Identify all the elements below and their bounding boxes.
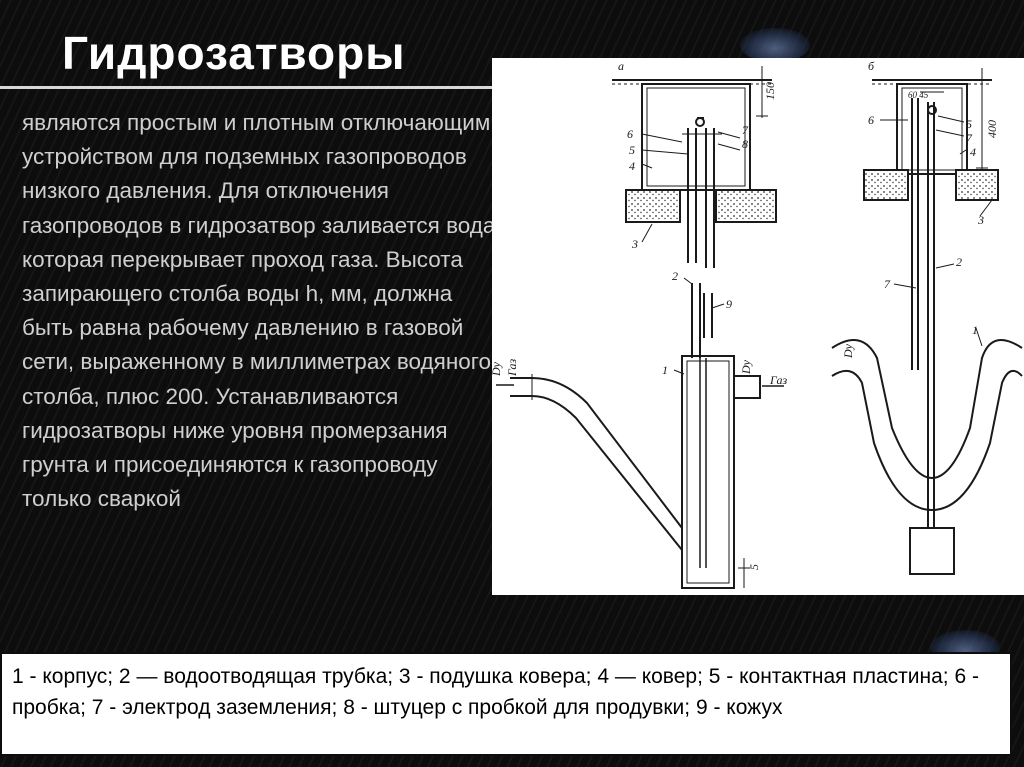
svg-text:9: 9	[726, 297, 732, 311]
svg-text:Газ: Газ	[769, 373, 788, 387]
svg-text:3: 3	[977, 213, 984, 227]
panel-a-label: а	[618, 59, 624, 73]
svg-text:Dу: Dу	[841, 343, 855, 359]
svg-text:8: 8	[742, 137, 748, 151]
panel-b-labels: б 6 5 7 4 3 2 7 1 60 45 400 Dу	[841, 59, 999, 359]
svg-text:7: 7	[742, 123, 749, 137]
svg-text:7: 7	[884, 277, 891, 291]
svg-text:2: 2	[956, 255, 962, 269]
svg-text:5: 5	[747, 564, 761, 570]
water-seal-diagram: а 6 5 4 7 8 3 2 9 1 150 5 Газ Dу Dу Газ	[492, 58, 1024, 595]
svg-text:Газ: Газ	[505, 358, 519, 377]
svg-text:Dу: Dу	[739, 359, 753, 375]
svg-text:7: 7	[966, 131, 973, 145]
svg-text:3: 3	[631, 237, 638, 251]
svg-text:5: 5	[966, 117, 972, 131]
panel-b	[831, 68, 1023, 575]
legend-caption: 1 - корпус; 2 — водоотводящая трубка; 3 …	[0, 652, 1012, 756]
svg-text:400: 400	[985, 120, 999, 138]
svg-text:Dу: Dу	[492, 361, 503, 377]
svg-text:1: 1	[972, 323, 978, 337]
svg-text:60 45: 60 45	[908, 90, 929, 100]
slide-body-text: являются простым и плотным отключающим у…	[22, 110, 502, 512]
svg-text:6: 6	[627, 127, 633, 141]
slide-title: Гидрозатворы	[62, 27, 406, 79]
svg-text:4: 4	[970, 145, 976, 159]
svg-text:2: 2	[672, 269, 678, 283]
title-underline	[0, 86, 500, 89]
panel-a-labels: а 6 5 4 7 8 3 2 9 1 150 5 Газ Dу Dу Газ	[492, 59, 788, 570]
decorative-globe-top	[740, 28, 810, 62]
panel-b-label: б	[868, 59, 875, 73]
svg-text:1: 1	[662, 363, 668, 377]
svg-text:150: 150	[763, 82, 777, 100]
svg-text:6: 6	[868, 113, 874, 127]
panel-a	[496, 66, 784, 589]
svg-text:4: 4	[629, 159, 635, 173]
svg-text:5: 5	[629, 143, 635, 157]
